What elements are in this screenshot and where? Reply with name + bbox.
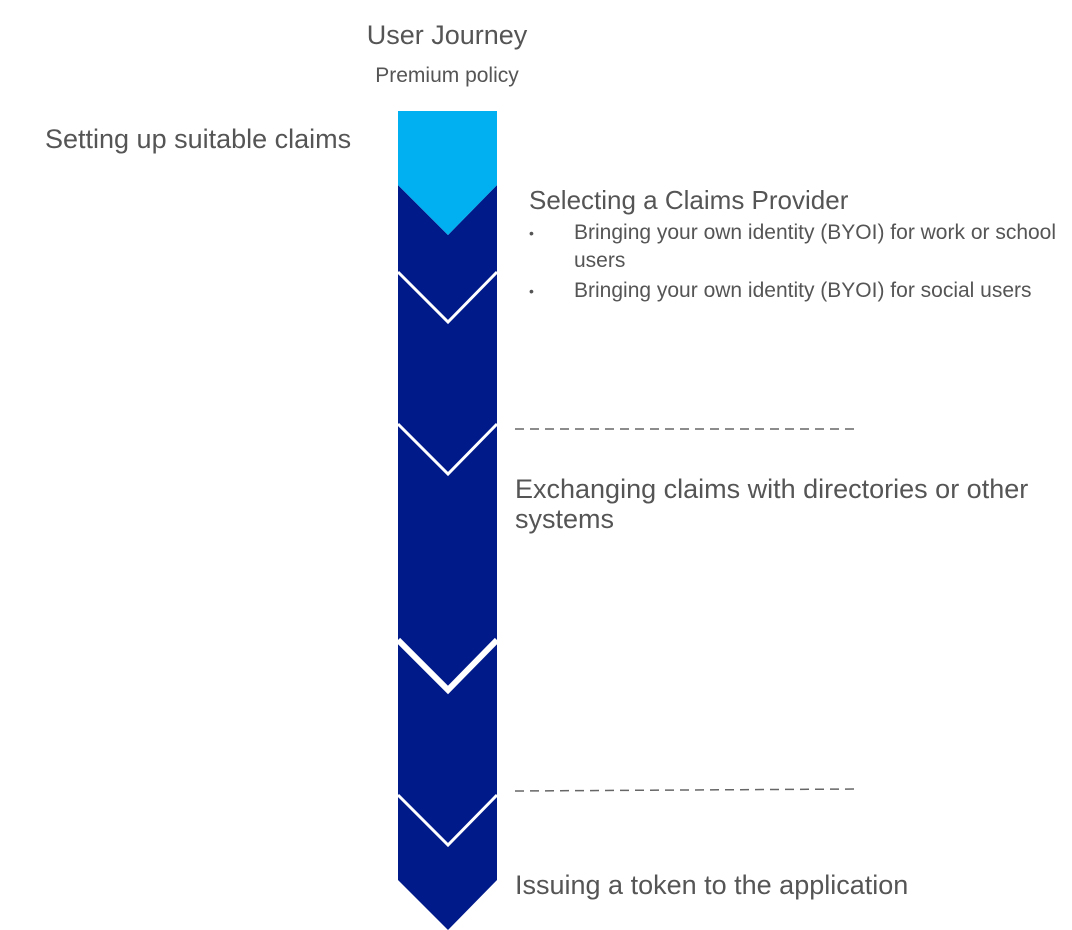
list-item: • Bringing your own identity (BYOI) for … bbox=[529, 277, 1064, 305]
chevron-separator bbox=[395, 637, 500, 695]
step-issue-token: Issuing a token to the application bbox=[515, 870, 909, 900]
list-item: • Bringing your own identity (BYOI) for … bbox=[529, 219, 1064, 275]
bullet-icon: • bbox=[529, 283, 534, 299]
bullet-text: Bringing your own identity (BYOI) for so… bbox=[574, 279, 1032, 302]
chevron-separator bbox=[396, 793, 499, 848]
bullet-icon: • bbox=[529, 225, 534, 241]
provider-bullet-list: • Bringing your own identity (BYOI) for … bbox=[529, 219, 1064, 307]
chevron-separator bbox=[396, 270, 499, 325]
diagram-subtitle: Premium policy bbox=[375, 64, 519, 87]
step-exchange-claims: Exchanging claims with directories or ot… bbox=[515, 474, 1029, 534]
bullet-text: Bringing your own identity (BYOI) for wo… bbox=[574, 221, 1057, 272]
chevron-segment-1 bbox=[398, 111, 497, 235]
step-select-provider-title: Selecting a Claims Provider bbox=[529, 185, 849, 215]
chevron-segment-2 bbox=[398, 185, 497, 322]
chevron-segment-3 bbox=[398, 272, 497, 474]
dashed-divider bbox=[514, 788, 859, 792]
chevron-segment-5 bbox=[398, 640, 497, 845]
chevron-separator bbox=[396, 422, 499, 477]
chevron-segment-6 bbox=[398, 795, 497, 930]
diagram-title: User Journey bbox=[366, 20, 528, 50]
step-setup-claims: Setting up suitable claims bbox=[45, 124, 352, 154]
chevron-segment-4 bbox=[398, 424, 497, 690]
